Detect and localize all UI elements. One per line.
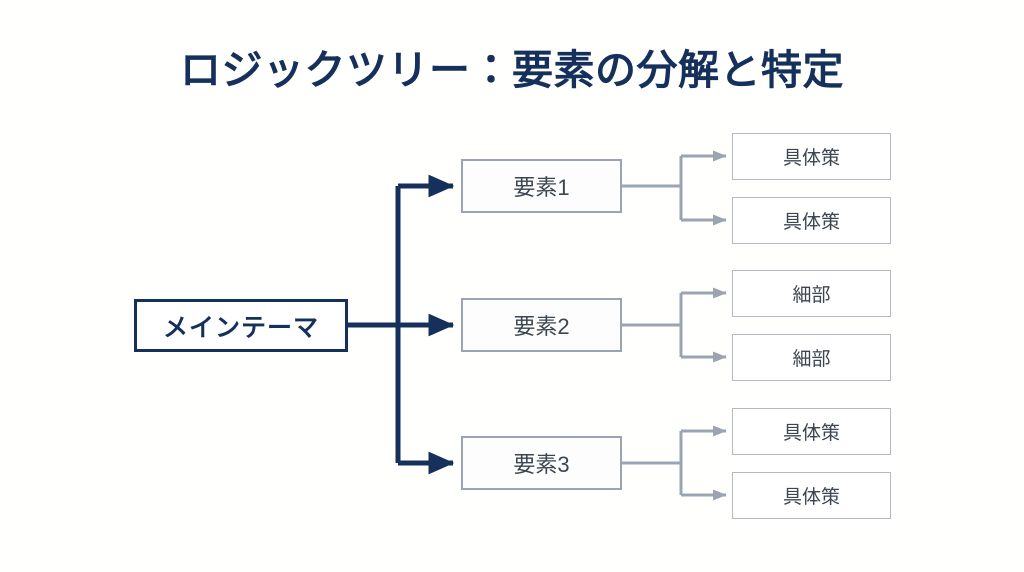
page-title: ロジックツリー：要素の分解と特定 bbox=[180, 47, 844, 93]
node-element-1-leaf-2-label: 具体策 bbox=[782, 212, 840, 233]
node-element-3[interactable]: 要素3 bbox=[461, 436, 622, 490]
node-element-3-leaf-2-label: 具体策 bbox=[782, 487, 840, 508]
node-element-1-leaf-1[interactable]: 具体策 bbox=[732, 133, 891, 180]
branch3-to-leaves-connector bbox=[622, 425, 727, 501]
root-to-trunk-connector bbox=[347, 186, 401, 463]
branch1-to-leaves-connector bbox=[622, 150, 727, 226]
node-element-1-label: 要素1 bbox=[513, 175, 570, 200]
node-element-2-leaf-1[interactable]: 細部 bbox=[732, 270, 891, 317]
node-main-theme[interactable]: メインテーマ bbox=[134, 299, 348, 352]
node-element-1-leaf-1-label: 具体策 bbox=[782, 148, 840, 169]
node-main-theme-label: メインテーマ bbox=[162, 313, 319, 342]
node-element-2-leaf-2[interactable]: 細部 bbox=[732, 334, 891, 381]
node-element-2-label: 要素2 bbox=[513, 314, 570, 339]
node-element-2-leaf-1-label: 細部 bbox=[792, 285, 831, 306]
node-element-3-leaf-1-label: 具体策 bbox=[782, 423, 840, 444]
node-element-3-label: 要素3 bbox=[513, 452, 570, 477]
node-element-1-leaf-2[interactable]: 具体策 bbox=[732, 197, 891, 244]
node-element-1[interactable]: 要素1 bbox=[461, 159, 622, 213]
node-element-3-leaf-1[interactable]: 具体策 bbox=[732, 408, 891, 455]
node-element-3-leaf-2[interactable]: 具体策 bbox=[732, 472, 891, 519]
node-element-2-leaf-2-label: 細部 bbox=[792, 349, 831, 370]
node-element-2[interactable]: 要素2 bbox=[461, 298, 622, 352]
branch2-to-leaves-connector bbox=[622, 287, 727, 363]
